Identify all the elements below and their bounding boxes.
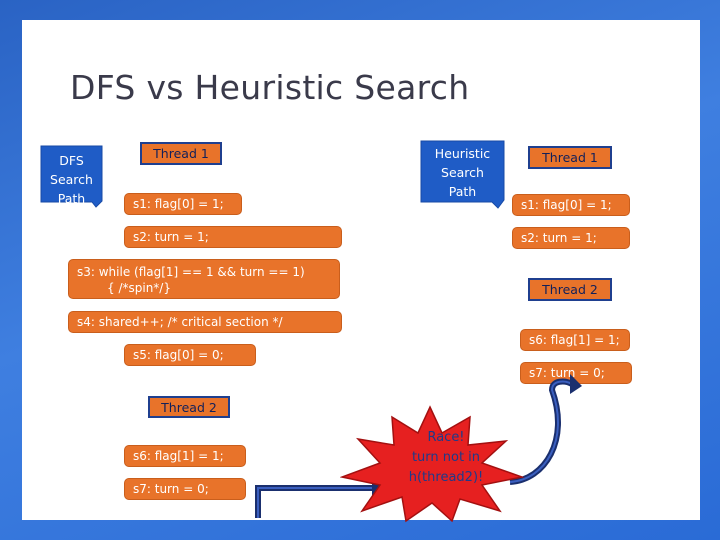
callout-line: Path [57,191,86,206]
right-s7-statement: s7: turn = 0; [520,362,632,384]
heuristic-search-path-callout: Heuristic Search Path [420,140,505,204]
slide-title: DFS vs Heuristic Search [70,68,470,107]
right-s1-statement: s1: flag[0] = 1; [512,194,630,216]
right-thread1-label: Thread 1 [528,146,612,169]
callout-line: Search [50,172,93,187]
left-thread2-label: Thread 2 [148,396,230,418]
left-s3-statement: s3: while (flag[1] == 1 && turn == 1) { … [68,259,340,299]
dfs-search-path-callout: DFS Search Path [40,145,103,206]
race-message: Race! turn not in h(thread2)! [376,428,516,488]
right-curved-arrow [509,374,582,485]
dfs-callout-shape [40,145,103,208]
s3-line2: { /*spin*/} [107,281,171,295]
callout-line: Search [441,165,484,180]
callout-line: Heuristic [434,146,491,161]
race-line: turn not in [411,450,481,465]
callout-line: DFS [59,153,84,168]
heuristic-callout-shape [420,140,505,209]
right-s6-statement: s6: flag[1] = 1; [520,329,630,351]
left-s1-statement: s1: flag[0] = 1; [124,193,242,215]
left-s7-statement: s7: turn = 0; [124,478,246,500]
left-s4-statement: s4: shared++; /* critical section */ [68,311,342,333]
s3-line1: s3: while (flag[1] == 1 && turn == 1) [77,265,305,279]
race-line: h(thread2)! [408,470,484,485]
right-thread2-label: Thread 2 [528,278,612,301]
left-s5-statement: s5: flag[0] = 0; [124,344,256,366]
race-star-burst [340,405,525,523]
left-thread1-label: Thread 1 [140,142,222,165]
right-s2-statement: s2: turn = 1; [512,227,630,249]
left-s2-statement: s2: turn = 1; [124,226,342,248]
callout-line: Path [448,184,477,199]
race-line: Race! [427,430,465,445]
left-s6-statement: s6: flag[1] = 1; [124,445,246,467]
